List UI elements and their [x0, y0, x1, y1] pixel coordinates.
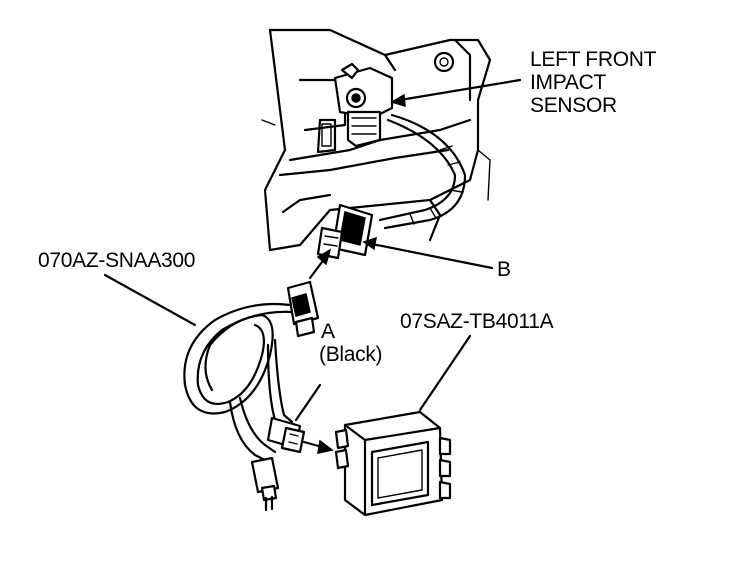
connector-a-label: A [321, 320, 335, 343]
connect-arrow-a [302, 439, 334, 454]
sensor-leader [398, 78, 522, 102]
connect-arrow-b [308, 248, 332, 280]
power-plug-icon [250, 456, 280, 512]
sensor-connector-b-icon [316, 203, 374, 260]
left-front-impact-sensor-icon [333, 62, 394, 148]
sensor-label-line1: LEFT FRONT [530, 48, 657, 71]
sensor-harness [378, 113, 467, 230]
connector-b-leader [370, 242, 494, 270]
leader-lines [103, 78, 522, 422]
connector-a-color-label: (Black) [319, 343, 382, 366]
harness-part-label: 070AZ-SNAA300 [38, 249, 195, 272]
tester-part-label: 07SAZ-TB4011A [400, 310, 554, 333]
sensor-label-line2: IMPACT [530, 71, 606, 94]
srs-tester-icon [334, 410, 452, 517]
sensor-label-line3: SENSOR [530, 94, 617, 117]
connector-a-leader [294, 383, 322, 422]
tester-leader [418, 334, 472, 412]
connector-a-icon [266, 416, 306, 454]
connector-b-label: B [497, 258, 511, 281]
test-harness-icon [183, 280, 320, 462]
harness-leader [103, 273, 197, 327]
